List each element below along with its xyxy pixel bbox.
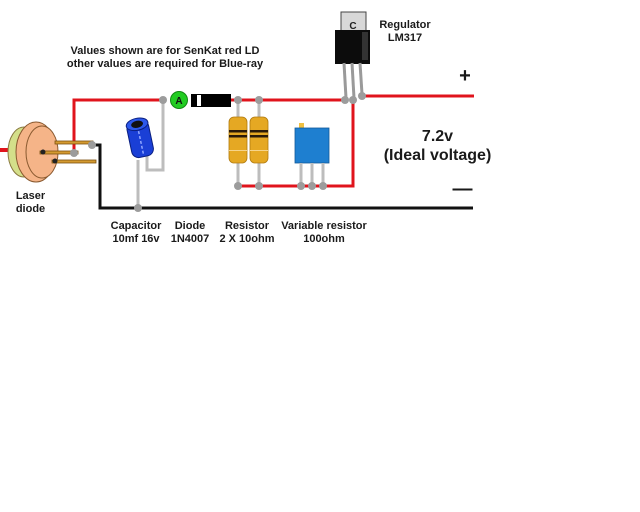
regulator-mark: C xyxy=(349,21,356,32)
node xyxy=(159,96,167,104)
voltage-note: (Ideal voltage) xyxy=(383,147,492,164)
component-label-variable-resistor: Variable resistor 100ohm xyxy=(281,220,367,245)
connection-nodes xyxy=(70,92,366,212)
capacitor-leads xyxy=(136,100,165,208)
node xyxy=(341,96,349,104)
regulator-label-line-2: LM317 xyxy=(387,32,423,44)
node xyxy=(308,182,316,190)
node xyxy=(70,149,78,157)
regulator-label-line-1: Regulator xyxy=(379,19,431,31)
laser-diode-icon xyxy=(0,121,97,183)
component-label-laser-diode: Laser diode xyxy=(15,190,46,215)
negative-terminal-sign: — xyxy=(452,178,473,200)
title-note: Values shown are for SenKat red LD other… xyxy=(60,45,270,71)
node xyxy=(255,182,263,190)
voltage-label: 7.2v (Ideal voltage) xyxy=(370,127,505,165)
component-label-capacitor: Capacitor 10mf 16v xyxy=(110,220,162,245)
node xyxy=(88,141,96,149)
wire-regulator-adj-to-pot xyxy=(238,100,355,188)
capacitor-icon xyxy=(125,117,154,159)
node xyxy=(234,182,242,190)
title-line-1: Values shown are for SenKat red LD xyxy=(70,45,260,57)
node xyxy=(255,96,263,104)
variable-resistor-icon xyxy=(294,123,330,186)
voltage-value: 7.2v xyxy=(421,128,454,145)
positive-terminal-sign: + xyxy=(459,65,471,87)
resistor-icon xyxy=(228,116,248,164)
diode-icon xyxy=(191,94,231,107)
node xyxy=(134,204,142,212)
ammeter-symbol: A xyxy=(175,96,182,107)
component-label-diode: Diode 1N4007 xyxy=(170,220,210,245)
regulator-icon: C xyxy=(335,11,370,99)
node xyxy=(234,96,242,104)
resistor-icon xyxy=(249,116,269,164)
node xyxy=(319,182,327,190)
regulator-label: Regulator LM317 xyxy=(370,19,440,45)
component-label-resistor: Resistor 2 X 10ohm xyxy=(219,220,275,245)
node xyxy=(358,92,366,100)
ammeter-icon: A xyxy=(170,91,188,109)
node xyxy=(297,182,305,190)
node xyxy=(349,96,357,104)
title-line-2: other values are required for Blue-ray xyxy=(66,58,264,70)
wire-laser-to-diode xyxy=(72,98,163,153)
